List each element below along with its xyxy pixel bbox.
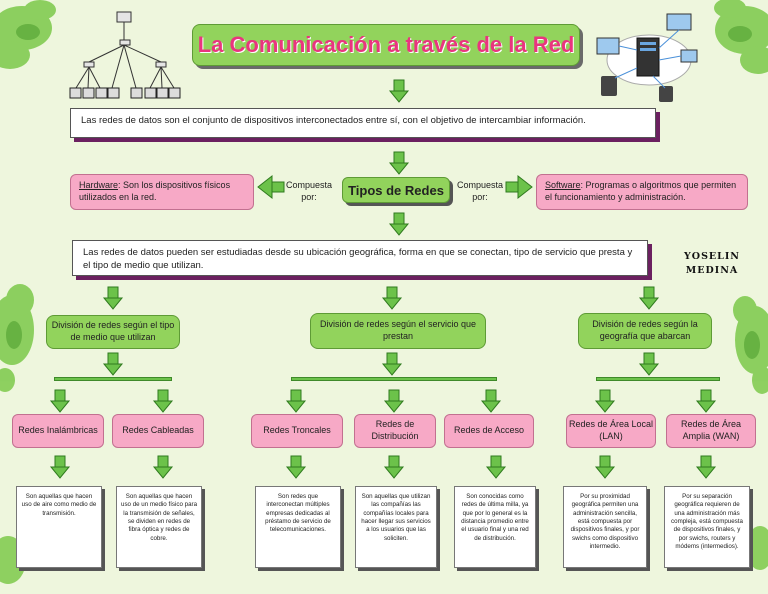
hardware-text: : Son los dispositivos físicos utilizado…: [79, 180, 231, 202]
page-title: La Comunicación a través de la Red: [192, 24, 580, 66]
desc-wan: Por su separación geográfica requieren d…: [664, 486, 750, 568]
branch-bar-servicio: [291, 377, 497, 381]
desc-distribucion: Son aquellas que utilizan las compañías …: [355, 486, 437, 568]
desc-inalambricas: Son aquellas que hacen uso de aire como …: [16, 486, 102, 568]
division-geografia: División de redes según la geografía que…: [578, 313, 712, 349]
software-label: Software: [545, 180, 581, 190]
type-lan: Redes de Área Local (LAN): [566, 414, 656, 448]
desc-lan: Por su proximidad geográfica permiten un…: [563, 486, 647, 568]
hardware-box: Hardware: Son los dispositivos físicos u…: [70, 174, 254, 210]
desc-cableadas: Son aquellas que hacen uso de un medio f…: [116, 486, 202, 568]
definition-box: Las redes de datos son el conjunto de di…: [70, 108, 656, 138]
network-tree-icon: [69, 11, 181, 99]
compuesta-left-label: Compuesta por:: [285, 180, 333, 202]
study-box: Las redes de datos pueden ser estudiadas…: [72, 240, 648, 276]
branch-bar-geografia: [596, 377, 720, 381]
type-inalambricas: Redes Inalámbricas: [12, 414, 104, 448]
branch-bar-medio: [54, 377, 172, 381]
software-text: : Programas o algoritmos que permiten el…: [545, 180, 737, 202]
author-name: YOSELIN MEDINA: [684, 251, 740, 277]
type-cableadas: Redes Cableadas: [112, 414, 204, 448]
type-distribucion: Redes de Distribución: [354, 414, 436, 448]
software-box: Software: Programas o algoritmos que per…: [536, 174, 748, 210]
division-servicio: División de redes según el servicio que …: [310, 313, 486, 349]
type-troncales: Redes Troncales: [251, 414, 343, 448]
hardware-label: Hardware: [79, 180, 119, 190]
desc-acceso: Son conocidas como redes de última milla…: [454, 486, 536, 568]
division-medio: División de redes según el tipo de medio…: [46, 315, 180, 349]
cloud-network-icon: [596, 13, 698, 102]
type-acceso: Redes de Acceso: [444, 414, 534, 448]
desc-troncales: Son redes que interconectan múltiples em…: [255, 486, 341, 568]
type-wan: Redes de Área Amplia (WAN): [666, 414, 756, 448]
compuesta-right-label: Compuesta por:: [456, 180, 504, 202]
tipos-de-redes: Tipos de Redes: [342, 177, 450, 203]
